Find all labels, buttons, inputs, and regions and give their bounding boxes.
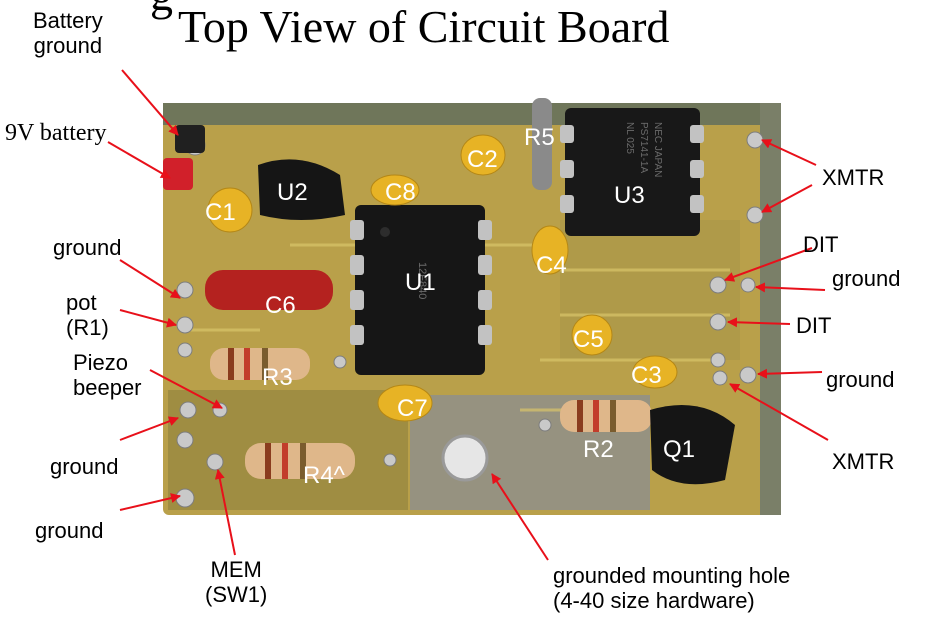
label-c5: C5 xyxy=(573,326,604,353)
annotation-arrows xyxy=(107,69,829,561)
label-c1: C1 xyxy=(205,199,236,226)
label-xmtr-top: XMTR xyxy=(822,165,885,190)
label-c4: C4 xyxy=(536,252,567,279)
label-dit-mid: DIT xyxy=(796,313,832,338)
pcb-edge-right xyxy=(760,103,781,515)
battery-lead-black xyxy=(175,125,205,153)
label-q1: Q1 xyxy=(663,436,696,463)
label-r4: R4^ xyxy=(303,462,345,489)
label-battery-ground: Battery ground xyxy=(33,8,103,58)
q1-transistor xyxy=(650,405,735,485)
mounting-hole xyxy=(441,434,489,482)
label-ground-3: ground xyxy=(35,518,104,543)
label-piezo-beeper: Piezo beeper xyxy=(73,350,142,400)
u3-marking-line3: NL 025 xyxy=(624,122,635,154)
label-r5: R5 xyxy=(524,124,555,151)
label-u1: U1 xyxy=(405,269,436,296)
label-c3: C3 xyxy=(631,362,662,389)
label-dit-top: DIT xyxy=(803,232,839,257)
label-c2: C2 xyxy=(467,146,498,173)
label-9v-battery: 9V battery xyxy=(5,120,107,146)
u3-chip xyxy=(560,108,704,236)
u2-regulator xyxy=(258,159,345,220)
label-u3: U3 xyxy=(614,182,645,209)
label-ground-1: ground xyxy=(53,235,122,260)
r5-resistor xyxy=(532,98,552,190)
label-pot: pot (R1) xyxy=(66,290,109,340)
label-mem: MEM (SW1) xyxy=(205,557,268,607)
battery-lead-red xyxy=(163,158,193,190)
label-c6: C6 xyxy=(265,292,296,319)
label-r3: R3 xyxy=(262,364,293,391)
label-c7: C7 xyxy=(397,395,428,422)
r4-resistor xyxy=(245,443,355,479)
label-ground-right-top: ground xyxy=(832,266,901,291)
page-title: Top View of Circuit Board xyxy=(178,1,670,52)
r2-resistor xyxy=(560,400,652,432)
label-r2: R2 xyxy=(583,436,614,463)
title-partial: g xyxy=(150,0,173,21)
label-u2: U2 xyxy=(277,179,308,206)
label-ground-2: ground xyxy=(50,454,119,479)
label-mounting-hole: grounded mounting hole (4-40 size hardwa… xyxy=(553,563,791,613)
label-ground-right-bottom: ground xyxy=(826,367,895,392)
label-c8: C8 xyxy=(385,179,416,206)
u1-chip xyxy=(350,205,492,375)
c6-capacitor xyxy=(205,270,333,310)
label-xmtr-bottom: XMTR xyxy=(832,449,895,474)
tantalum-capacitors xyxy=(207,134,678,422)
r3-resistor xyxy=(210,348,310,380)
